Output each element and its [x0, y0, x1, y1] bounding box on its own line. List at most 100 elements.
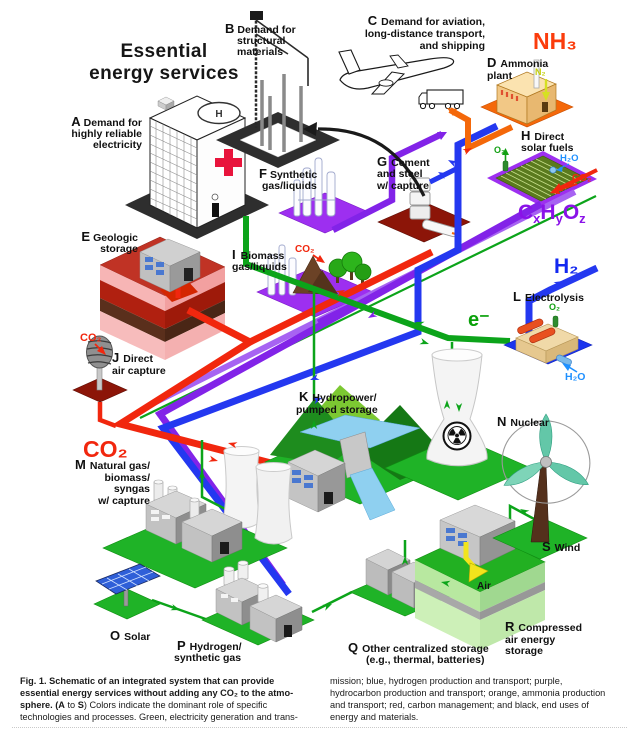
airplane-tail	[338, 49, 361, 75]
purple-arrowhead	[437, 132, 447, 140]
caption-line: technologies and processes. Green, elect…	[20, 711, 298, 722]
electrolyzer-cell-2	[529, 327, 556, 344]
caes-left-2	[415, 580, 480, 620]
pipe-blue-h2	[525, 264, 599, 334]
hydro-building-windows	[292, 470, 313, 488]
airplane-engine	[378, 79, 394, 87]
o2-electrolysis-label: O₂	[549, 302, 560, 312]
electrolyzer-cell-1	[517, 318, 544, 335]
o2-arrowhead	[502, 148, 509, 155]
h2o-inlet	[556, 354, 572, 366]
electrolyzer-right	[545, 336, 579, 364]
h2o-solarfuels-label: H₂O	[560, 153, 578, 164]
building-door	[220, 542, 229, 554]
pipe-red-to-solarfuels	[555, 168, 598, 192]
chimney-top	[167, 485, 178, 491]
hydro-building-door	[324, 492, 333, 504]
red-cross-icon	[215, 149, 242, 176]
cement-tower-2	[409, 191, 431, 206]
chimney-top	[189, 497, 200, 503]
flow-arrow	[208, 455, 219, 465]
truck-icon	[418, 89, 464, 110]
cooling-tower-rim	[431, 348, 483, 362]
black-end-use-arrow	[317, 127, 426, 197]
rotor-hub	[540, 456, 552, 468]
caes-right-3	[480, 590, 545, 650]
ammonia-chimney	[533, 59, 540, 89]
pipe-red-main	[111, 306, 299, 474]
label-b-line3: materials	[237, 46, 283, 58]
label-m-line2: biomass/	[104, 472, 150, 484]
node-c-transport	[338, 49, 464, 110]
orange-arrowhead	[447, 108, 457, 116]
geo-left-3	[100, 298, 165, 342]
solar-panel	[95, 563, 161, 595]
node-p-hydrogen-gas	[201, 560, 315, 646]
label-d-line2: plant	[487, 70, 513, 82]
node-r-caes	[414, 504, 546, 650]
figure-title-line2: energy services	[89, 63, 239, 84]
h2-label: H₂	[554, 255, 579, 278]
page-rule	[12, 727, 627, 728]
label-g-line3: w/ capture	[376, 180, 429, 192]
rotor-blade	[503, 461, 547, 486]
label-r-line2: air energy	[505, 634, 555, 646]
caes-right-1	[480, 562, 545, 612]
ammonia-door	[542, 102, 548, 112]
hydro-river	[349, 467, 396, 521]
caption-right-column: mission; blue, hydrogen production and t…	[330, 676, 630, 724]
label-k-line2: pumped storage	[296, 404, 378, 416]
pipe-green-bus	[243, 216, 511, 344]
radiation-circle	[442, 421, 472, 451]
caption-line: mission; blue, hydrogen production and t…	[330, 676, 563, 686]
roof-box-right	[165, 100, 175, 111]
cooling-tower-m1-rim	[223, 446, 260, 456]
tree-canopy	[354, 263, 372, 281]
label-q-line2: (e.g., thermal, batteries)	[366, 654, 484, 666]
h2o-electrolysis-label: H₂O	[565, 371, 585, 383]
chimney-top	[153, 479, 164, 485]
label-m-line4: w/ capture	[97, 495, 150, 507]
caption-line: hydrocarbon production and transport; or…	[330, 687, 606, 698]
geo-building	[139, 238, 201, 293]
solar-panel-grid	[101, 566, 154, 591]
label-a-line3: electricity	[93, 139, 142, 151]
flow-arrow	[419, 338, 430, 348]
label-g-line2: and steel	[377, 168, 423, 180]
tank-top	[223, 566, 235, 572]
refinery-column-2	[314, 157, 323, 217]
truck-cab	[418, 92, 428, 105]
building-windows	[151, 510, 170, 521]
label-a-line2: highly reliable	[71, 128, 142, 140]
rotor-ring	[501, 420, 591, 504]
air-label: Air	[477, 581, 491, 592]
h2o-arrowhead-l	[562, 363, 571, 371]
cooling-tower-m2	[254, 466, 293, 545]
caption-line: essential energy services without adding…	[20, 687, 294, 698]
pipe-orange-ammonia	[448, 107, 514, 153]
construction-pit	[239, 122, 317, 158]
crane-jib	[255, 19, 309, 86]
h2o-droplet	[549, 166, 557, 174]
air-arrow	[468, 562, 489, 583]
label-e-line2: storage	[100, 243, 138, 255]
o2-bottle	[502, 160, 509, 172]
cement-tower-3	[409, 205, 431, 220]
wire-solar	[151, 598, 215, 624]
truck-trailer	[426, 89, 464, 105]
node-l-electrolysis	[503, 315, 593, 373]
biomass-column-3	[288, 257, 297, 296]
label-c-line2: long-distance transport,	[365, 28, 485, 40]
node-o-solar	[93, 563, 161, 620]
hydrogen-building-2	[249, 583, 303, 643]
synthetic-platform	[278, 192, 372, 234]
